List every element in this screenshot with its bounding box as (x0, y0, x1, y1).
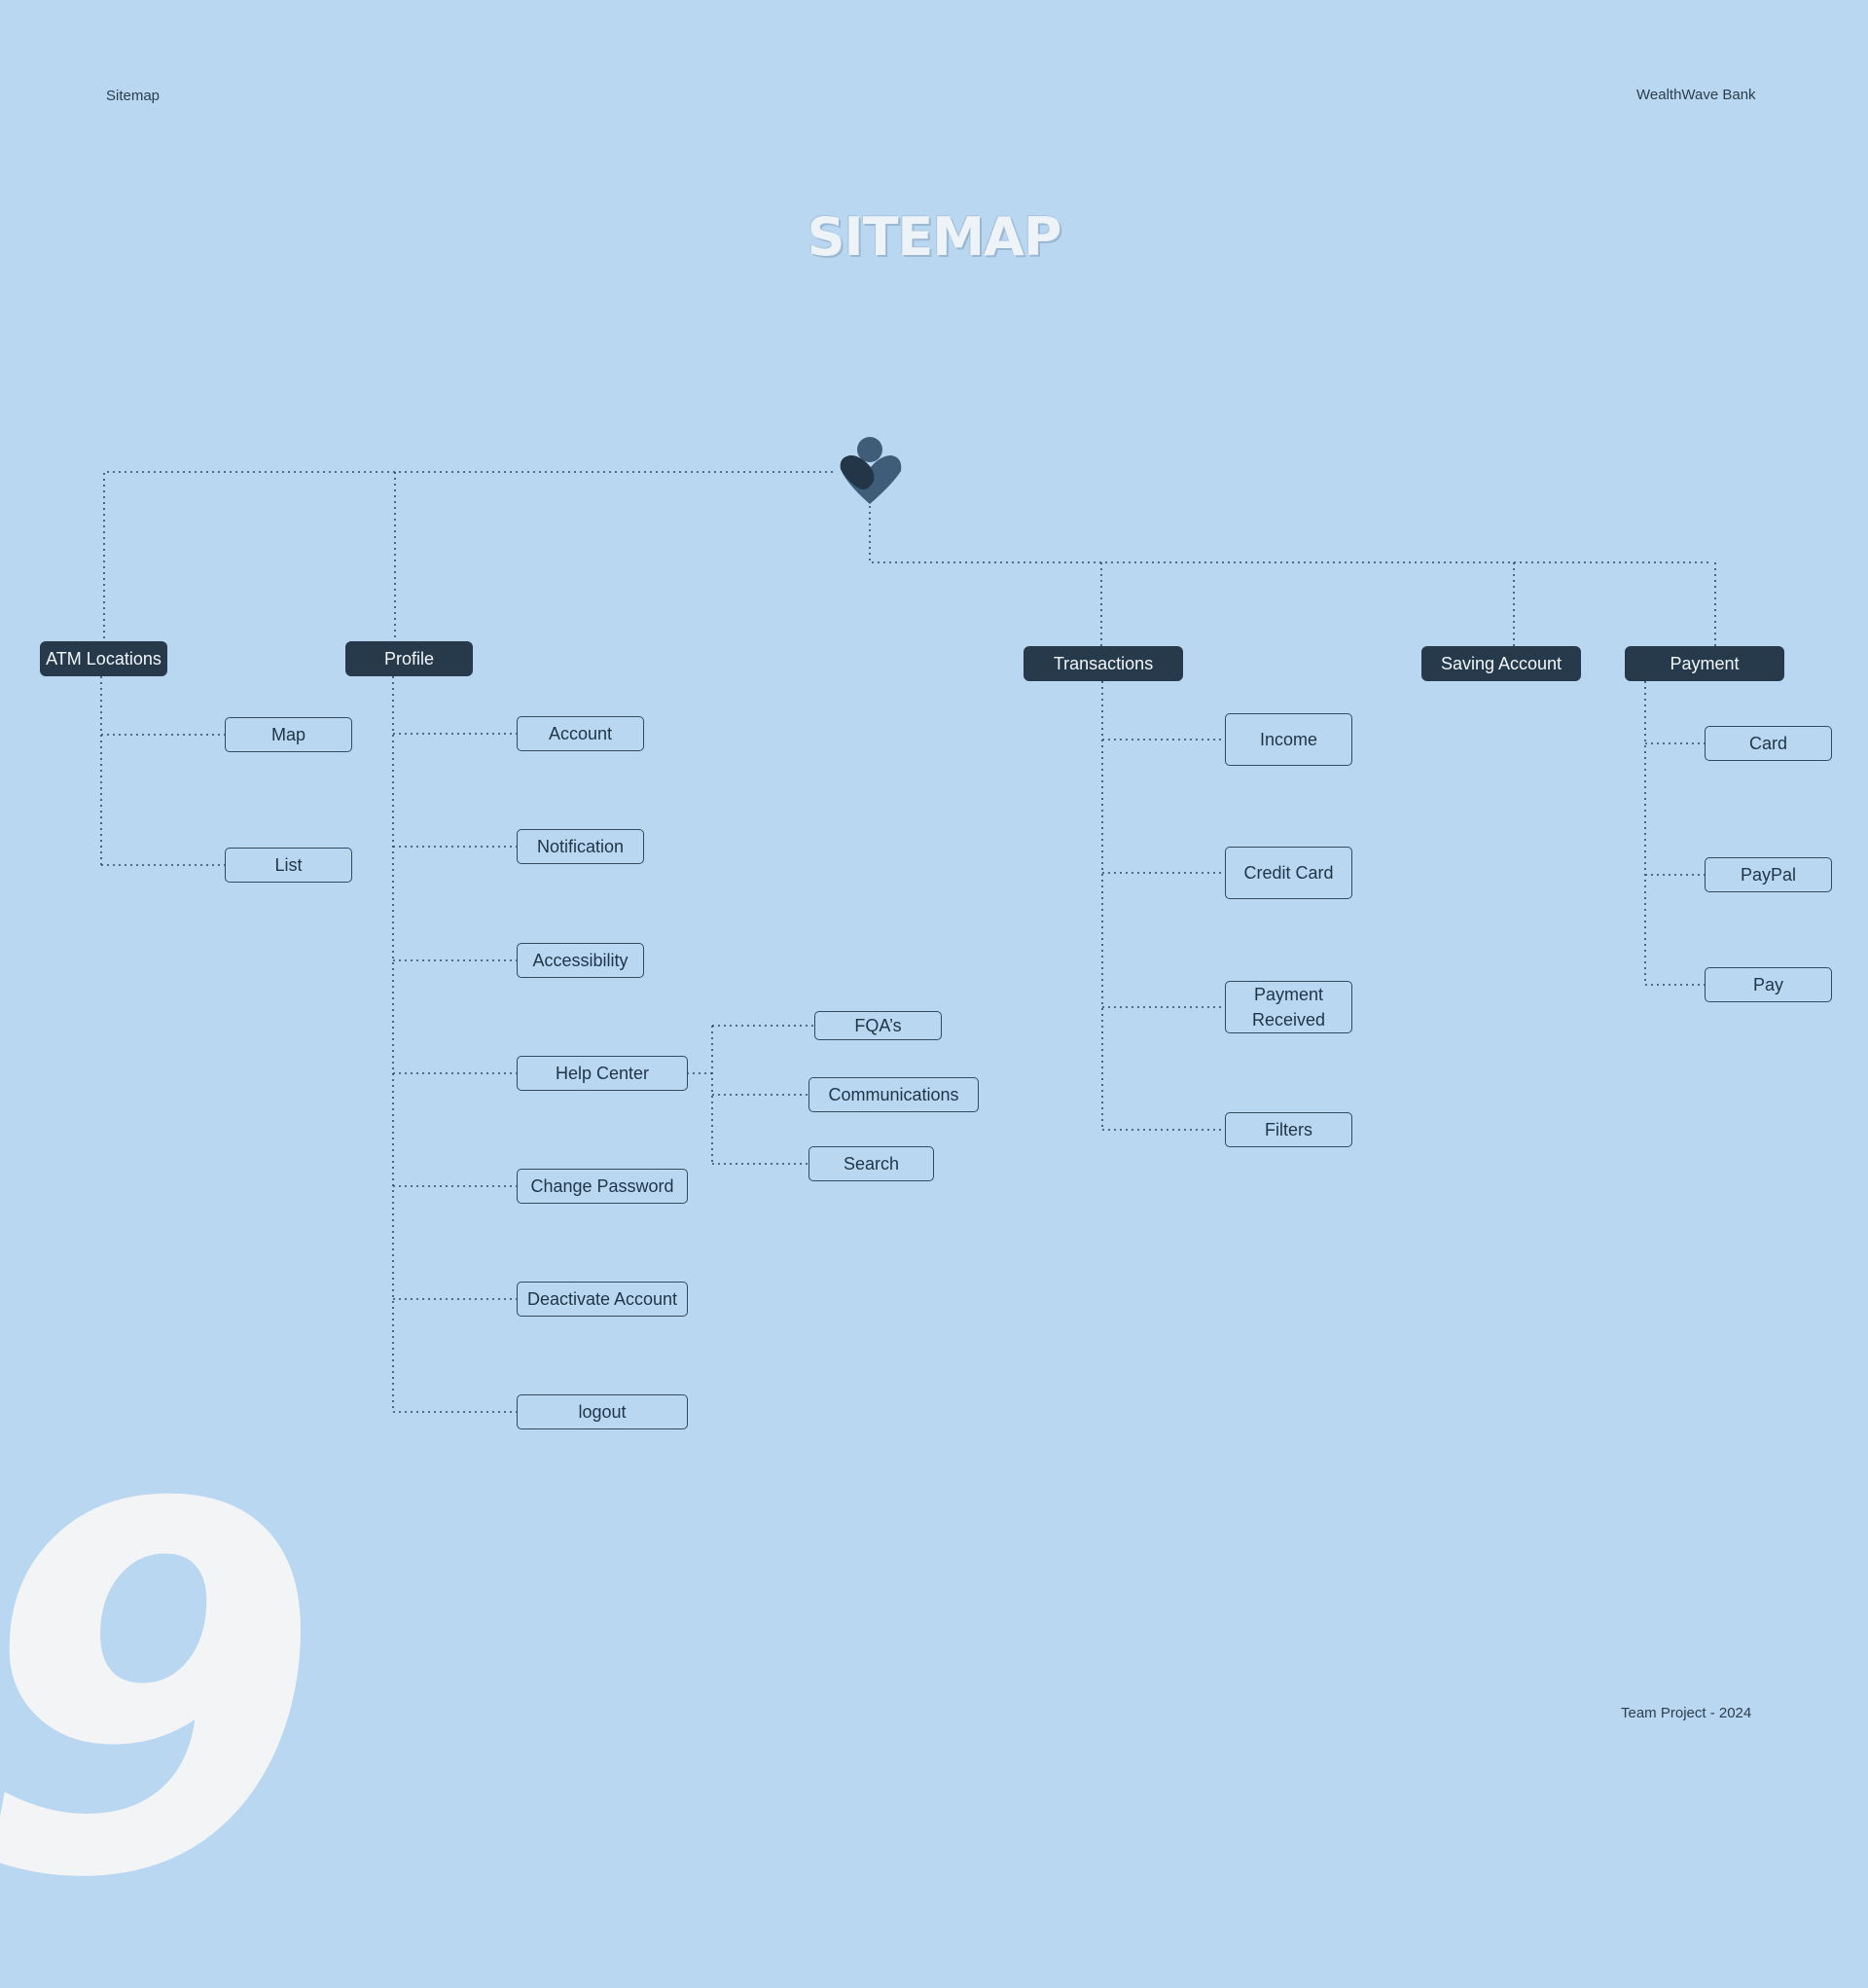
header-left-label: Sitemap (106, 88, 161, 104)
section-node-atm-locations: ATM Locations (40, 641, 167, 676)
page-node-communications: Communications (808, 1077, 979, 1112)
connector-root-atm (103, 471, 395, 641)
wealthwave-logo-icon (840, 437, 902, 504)
page-node-help-center: Help Center (517, 1056, 688, 1091)
page-node-notification: Notification (517, 829, 644, 864)
connector-root-right (869, 506, 1712, 563)
page-node-search: Search (808, 1146, 934, 1181)
page-node-deactivate-account: Deactivate Account (517, 1282, 688, 1317)
page-node-paypal: PayPal (1705, 857, 1832, 892)
page-node-accessibility: Accessibility (517, 943, 644, 978)
page-node-list: List (225, 848, 352, 883)
connector-root-profile (394, 471, 833, 641)
page-title: SITEMAP (807, 206, 1062, 268)
section-node-saving-account: Saving Account (1421, 646, 1581, 681)
footer-right-label: Team Project - 2024 (1621, 1705, 1752, 1721)
page-node-fqa-s: FQA’s (814, 1011, 942, 1040)
page-node-logout: logout (517, 1394, 688, 1429)
page-node-filters: Filters (1225, 1112, 1352, 1147)
page-node-income: Income (1225, 713, 1352, 766)
page-node-change-password: Change Password (517, 1169, 688, 1204)
page-node-pay: Pay (1705, 967, 1832, 1002)
connector-lines (100, 471, 1716, 1413)
page-node-map: Map (225, 717, 352, 752)
section-node-profile: Profile (345, 641, 473, 676)
page-node-payment-received: Payment Received (1225, 981, 1352, 1033)
page-node-card: Card (1705, 726, 1832, 761)
page-node-credit-card: Credit Card (1225, 847, 1352, 899)
sitemap-diagram (100, 437, 1716, 1413)
section-node-transactions: Transactions (1024, 646, 1183, 681)
header-right-label: WealthWave Bank (1636, 87, 1756, 103)
page-node-account: Account (517, 716, 644, 751)
section-node-payment: Payment (1625, 646, 1784, 681)
